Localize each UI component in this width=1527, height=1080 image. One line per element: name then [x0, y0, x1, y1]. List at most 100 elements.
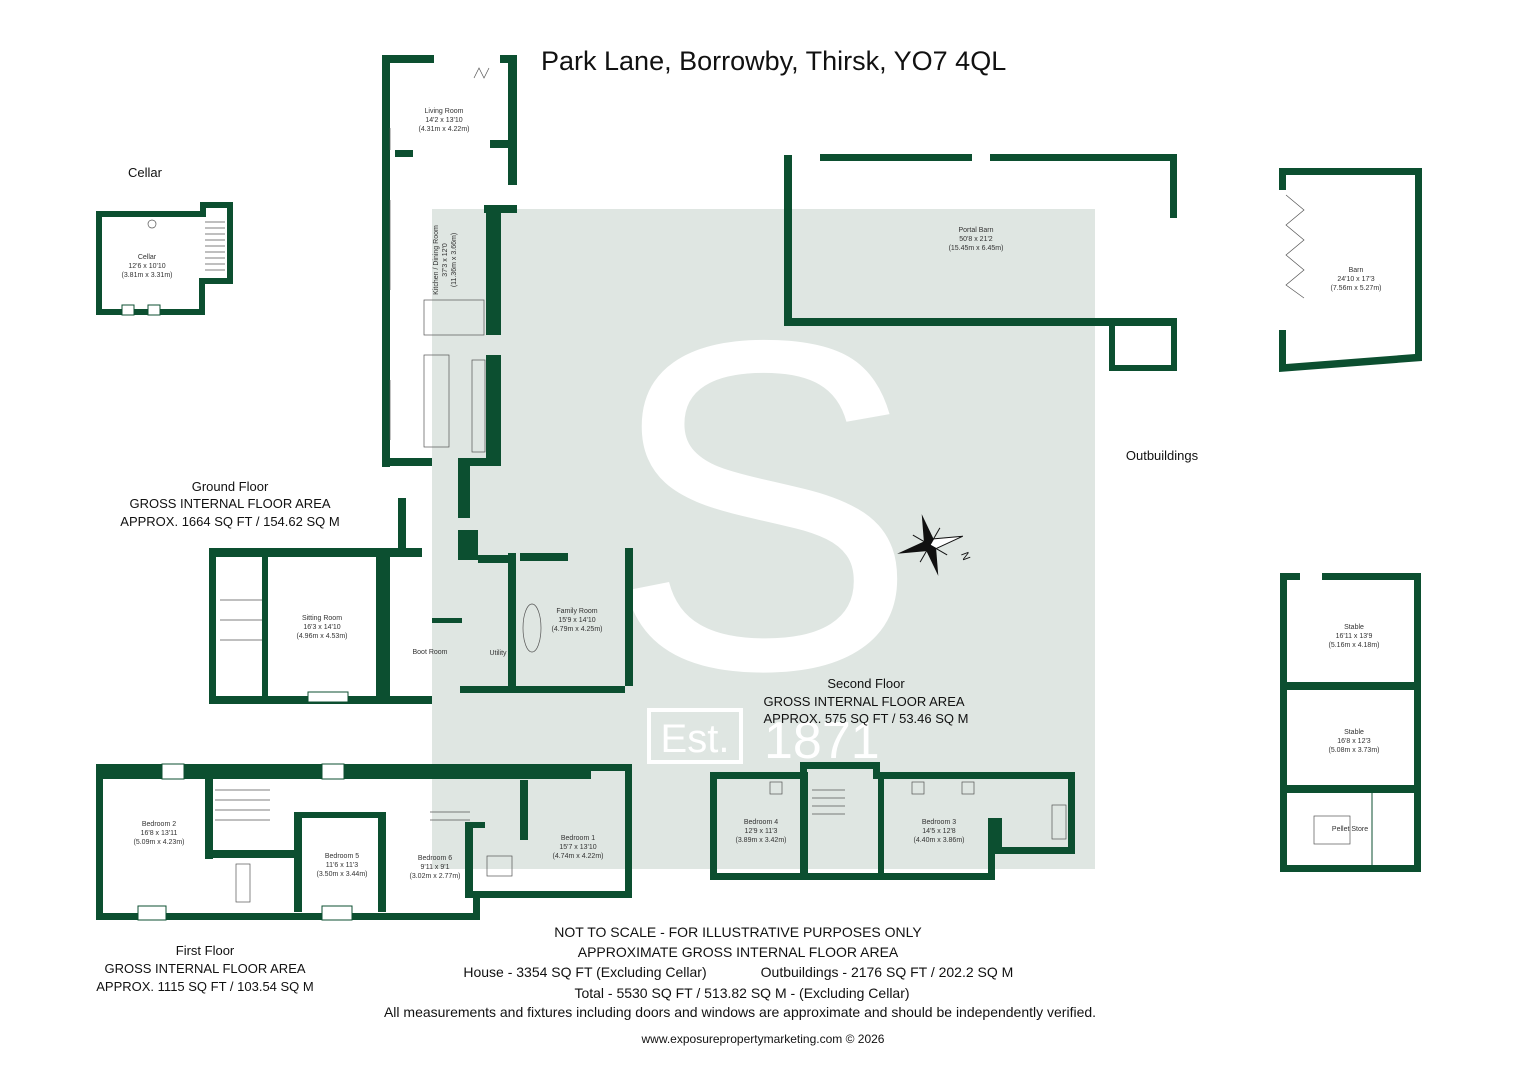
- room-name: Barn: [1349, 267, 1364, 274]
- room-metric: (4.79m x 4.25m): [552, 626, 603, 633]
- footer-disclaimer: All measurements and fixtures including …: [384, 1004, 1096, 1020]
- room-name: Living Room: [425, 108, 464, 115]
- room-dims: 37'3 x 12'0: [442, 243, 449, 277]
- wall: [1280, 785, 1421, 793]
- wall: [378, 812, 386, 912]
- bifold-door: [1285, 194, 1305, 299]
- room-name: Bedroom 3: [922, 819, 956, 826]
- wall: [296, 812, 382, 818]
- footer-line-2: APPROXIMATE GROSS INTERNAL FLOOR AREA: [578, 944, 899, 960]
- watermark-letter: S: [605, 243, 919, 768]
- room-name: Utility: [489, 650, 507, 657]
- wall: [465, 822, 473, 898]
- wall: [478, 555, 508, 563]
- wall: [458, 458, 501, 466]
- wall: [458, 458, 470, 518]
- wall: [508, 55, 517, 185]
- wall: [486, 205, 501, 335]
- wall: [784, 155, 792, 325]
- floor-area-label: GROSS INTERNAL FLOOR AREA: [763, 694, 964, 709]
- floor-area-value: APPROX. 575 SQ FT / 53.46 SQ M: [764, 711, 969, 726]
- wall: [1170, 154, 1177, 218]
- room-metric: (3.02m x 2.77m): [410, 873, 461, 880]
- room-name: Sitting Room: [302, 615, 342, 622]
- wall: [800, 772, 808, 877]
- footer-total-area: Total - 5530 SQ FT / 513.82 SQ M - (Excl…: [574, 985, 909, 1001]
- room-metric: (7.56m x 5.27m): [1331, 285, 1382, 292]
- wall: [205, 779, 213, 859]
- room-name: Bedroom 4: [744, 819, 778, 826]
- room-name: Portal Barn: [958, 227, 993, 234]
- wall: [205, 850, 295, 858]
- cellar-walls: [96, 202, 233, 315]
- room-dims: 14'2 x 13'10: [425, 117, 462, 124]
- room-name: Bedroom 2: [142, 821, 176, 828]
- room-name: Family Room: [556, 608, 597, 615]
- wall: [262, 557, 268, 697]
- room-name: Bedroom 5: [325, 853, 359, 860]
- wall: [382, 458, 432, 466]
- stairs: [215, 789, 470, 821]
- wall: [382, 55, 434, 63]
- cellar-stairs: [205, 221, 225, 271]
- door-opening: [1300, 573, 1322, 580]
- wall: [465, 822, 485, 828]
- window: [137, 905, 167, 921]
- wall: [508, 553, 516, 693]
- pellet-store-bin: [1313, 815, 1351, 845]
- wall: [820, 154, 972, 161]
- wall: [520, 553, 568, 561]
- window: [161, 763, 185, 780]
- barn-door-opening: [1279, 190, 1289, 330]
- room-metric: (4.31m x 4.22m): [419, 126, 470, 133]
- stairs: [812, 789, 845, 815]
- outbuildings-plan: Portal Barn 50'8 x 21'2 (15.45m x 6.45m)…: [784, 154, 1422, 872]
- room-dims: 15'7 x 13'10: [559, 844, 596, 851]
- ground-floor-plan: Living Room 14'2 x 13'10 (4.31m x 4.22m)…: [120, 55, 633, 704]
- room-metric: (4.74m x 4.22m): [553, 853, 604, 860]
- room-metric: (5.08m x 3.73m): [1329, 747, 1380, 754]
- room-dims: 9'11 x 9'1: [420, 864, 449, 871]
- kitchen-label: Kitchen / Dining Room 37'3 x 12'0 (11.36…: [433, 225, 458, 295]
- room-name: Bedroom 1: [561, 835, 595, 842]
- cellar-heading: Cellar: [128, 165, 163, 180]
- wall: [395, 150, 413, 157]
- watermark-est-box: [647, 708, 743, 764]
- wall: [1280, 682, 1421, 690]
- second-floor-plan: Bedroom 4 12'9 x 11'3 (3.89m x 3.42m) Be…: [710, 676, 1075, 880]
- cellar-plan: Cellar Cellar 12'6 x 10'10 (3.81m x 3.31…: [96, 165, 233, 316]
- second-floor-outer-walls: [710, 762, 1075, 880]
- wc-walls: [1109, 318, 1177, 371]
- shower-icon: [486, 855, 513, 877]
- wall: [486, 355, 501, 465]
- compass-north-label: N: [958, 551, 972, 563]
- cellar-window: [121, 304, 135, 316]
- bath-icon: [522, 603, 542, 653]
- room-dims: 16'11 x 13'9: [1336, 633, 1373, 640]
- room-name: Boot Room: [412, 649, 447, 656]
- room-dims: 15'9 x 14'10: [558, 617, 595, 624]
- room-dims: 50'8 x 21'2: [959, 236, 993, 243]
- room-name: Cellar: [138, 254, 157, 261]
- page-title: Park Lane, Borrowby, Thirsk, YO7 4QL: [541, 46, 1006, 76]
- floor-heading: First Floor: [176, 943, 235, 958]
- room-dims: 16'8 x 12'3: [1337, 738, 1371, 745]
- skylight: [911, 781, 925, 795]
- wall: [784, 318, 1177, 326]
- kitchen-counter: [471, 359, 486, 453]
- wall: [990, 154, 1177, 161]
- bath-icon: [235, 863, 251, 903]
- room-metric: (4.96m x 4.53m): [297, 633, 348, 640]
- room-dims: 16'3 x 14'10: [303, 624, 340, 631]
- wall: [398, 498, 406, 556]
- kitchen-island: [423, 354, 450, 448]
- stairs: [220, 599, 262, 641]
- floor-area-value: APPROX. 1115 SQ FT / 103.54 SQ M: [96, 979, 313, 994]
- wall: [520, 780, 528, 840]
- footer-outbuildings-area: Outbuildings - 2176 SQ FT / 202.2 SQ M: [761, 964, 1014, 980]
- room-dims: 12'6 x 10'10: [128, 263, 165, 270]
- skylight: [769, 781, 783, 795]
- watermark-est: Est.: [661, 717, 730, 761]
- outbuildings-heading: Outbuildings: [1126, 448, 1199, 463]
